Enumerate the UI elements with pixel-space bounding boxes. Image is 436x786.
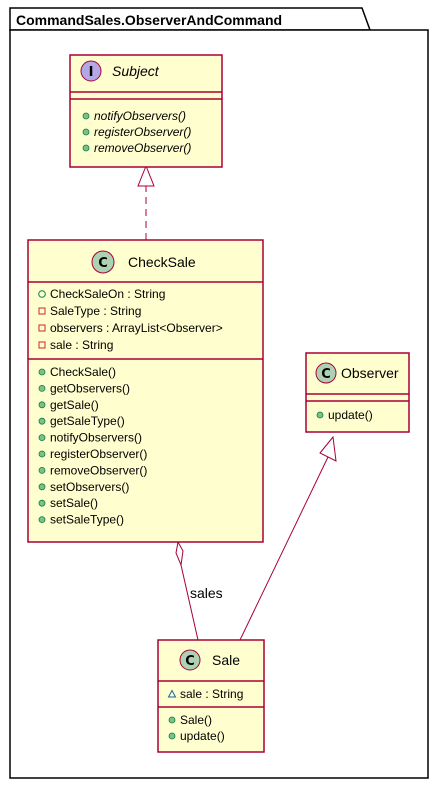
method-row: update() (328, 408, 373, 422)
aggregation-line (180, 564, 199, 641)
method-visibility-icon (38, 417, 46, 425)
class-icon (91, 250, 115, 274)
class-observer[interactable]: C Observer update() (305, 352, 410, 433)
method-list: CheckSale() getObservers() getSale() getSal… (38, 365, 147, 527)
method-visibility-icon (168, 716, 176, 724)
method-visibility-icon (38, 499, 46, 507)
method-row: getObservers() (50, 381, 130, 395)
method-row: setObservers() (50, 480, 129, 494)
stereotype-letter: C (98, 256, 108, 271)
private-visibility-icon (38, 324, 46, 332)
class-box (157, 639, 265, 753)
class-name: Observer (341, 365, 399, 381)
method-visibility-icon (82, 128, 90, 136)
class-checksale[interactable]: C CheckSale CheckSaleOn : StringSaleType… (27, 239, 264, 543)
package-title: CommandSales.ObserverAndCommand (16, 12, 282, 28)
field-row: CheckSaleOn : String (50, 287, 165, 301)
stereotype-letter: C (185, 654, 195, 669)
method-row: removeObserver() (50, 463, 147, 477)
class-box (27, 239, 264, 543)
method-visibility-icon (168, 732, 176, 740)
stereotype-letter: I (89, 65, 94, 80)
method-row: CheckSale() (50, 365, 116, 379)
method-visibility-icon (38, 401, 46, 409)
method-row: Sale() (180, 713, 212, 727)
method-list: Sale() update() (168, 713, 225, 743)
method-row: removeObserver() (94, 141, 191, 155)
private-visibility-icon (38, 341, 46, 349)
class-name: Subject (112, 63, 160, 79)
field-list: sale : String (167, 687, 243, 701)
method-visibility-icon (38, 368, 46, 376)
stereotype-letter: C (321, 367, 331, 382)
method-visibility-icon (82, 144, 90, 152)
private-visibility-icon (38, 307, 46, 315)
method-visibility-icon (82, 112, 90, 120)
interface-icon (80, 60, 102, 82)
method-list: notifyObservers() registerObserver() remov… (82, 109, 191, 155)
method-row: getSaleType() (50, 414, 125, 428)
realization-arrowhead (137, 164, 155, 187)
method-row: setSaleType() (50, 513, 124, 527)
class-icon (315, 362, 337, 384)
field-row: observers : ArrayList<Observer> (50, 321, 223, 335)
field-row: SaleType : String (50, 304, 141, 318)
method-row: update() (180, 729, 225, 743)
aggregation-diamond (175, 540, 184, 567)
method-visibility-icon (38, 466, 46, 474)
aggregation-label: sales (190, 585, 223, 601)
protected-visibility-icon (167, 689, 177, 698)
class-subject[interactable]: I Subject notifyObservers() registerObser… (69, 54, 223, 168)
method-visibility-icon (38, 516, 46, 523)
method-row: registerObserver() (94, 125, 191, 139)
method-row: notifyObservers() (50, 431, 142, 445)
class-sale[interactable]: C Sale sale : String Sale() update() (157, 639, 265, 753)
class-name: CheckSale (128, 254, 196, 270)
method-list: update() (316, 408, 373, 422)
class-icon (179, 649, 201, 671)
method-visibility-icon (38, 384, 46, 392)
generalization-line (239, 456, 329, 641)
method-row: setSale() (50, 496, 98, 510)
method-visibility-icon (38, 434, 46, 442)
generalization-arrowhead (319, 435, 337, 462)
method-row: registerObserver() (50, 447, 147, 461)
field-row: sale : String (180, 687, 243, 701)
method-visibility-icon (38, 450, 46, 458)
class-name: Sale (212, 652, 240, 668)
field-row: sale : String (50, 338, 113, 352)
method-row: notifyObservers() (94, 109, 186, 123)
method-visibility-icon (316, 411, 324, 419)
class-box (69, 54, 223, 168)
method-visibility-icon (38, 483, 46, 491)
relationships: sales (137, 164, 337, 641)
method-row: getSale() (50, 398, 99, 412)
public-visibility-icon (38, 290, 46, 298)
